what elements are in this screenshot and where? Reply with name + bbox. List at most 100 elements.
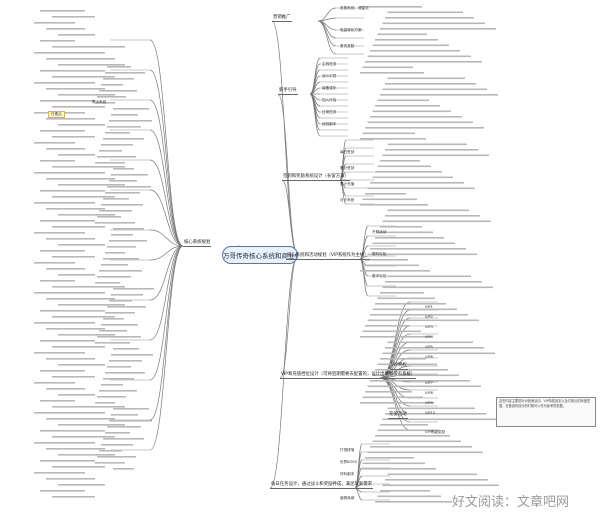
filler-left-23 xyxy=(52,106,105,108)
filler-mid-124 xyxy=(113,408,149,410)
connector-main-2 xyxy=(281,179,299,256)
filler-left-51 xyxy=(40,190,105,192)
filler-left-105 xyxy=(34,352,85,354)
filler-mid-72 xyxy=(105,252,125,254)
c1-5 xyxy=(317,20,337,55)
branch-recharge-events[interactable]: 充值活动 xyxy=(388,412,408,419)
filler-mid-46 xyxy=(111,174,148,176)
filler-right-150 xyxy=(360,6,422,8)
filler-right-182 xyxy=(370,182,464,184)
filler-left-69 xyxy=(58,244,105,246)
filler-left-101 xyxy=(40,340,95,342)
filler-left-47 xyxy=(46,178,115,180)
filler-left-15 xyxy=(34,82,95,84)
c4-7 xyxy=(359,258,369,297)
filler-left-0 xyxy=(40,10,85,12)
filler-right-235 xyxy=(387,473,477,476)
leaf-exp-dungeon: 经验副本 xyxy=(322,122,337,126)
filler-right-234 xyxy=(360,468,436,470)
filler-right-226 xyxy=(380,424,428,426)
filler-left-35 xyxy=(34,142,75,144)
filler-left-39 xyxy=(58,154,95,156)
branch-vip-privileges[interactable]: VIP特权 xyxy=(390,363,408,370)
filler-left-5 xyxy=(40,40,75,42)
filler-left-99 xyxy=(58,334,115,336)
leaf-guild-system: 帮派系统 xyxy=(92,100,107,104)
leaf-vip5: VIP5 xyxy=(425,345,433,349)
filler-mid-94 xyxy=(103,318,124,320)
branch-core-activities[interactable]: 核心系统和活动规划（VIP系统作为主线） xyxy=(286,253,370,260)
filler-right-152 xyxy=(385,17,474,19)
filler-right-228 xyxy=(375,435,450,437)
filler-right-233 xyxy=(362,462,425,465)
filler-mid-78 xyxy=(99,270,142,272)
leaf-vip6: VIP6 xyxy=(425,355,433,359)
filler-left-1 xyxy=(52,16,95,18)
filler-left-7 xyxy=(34,52,105,54)
filler-mid-52 xyxy=(105,192,140,194)
filler-right-206 xyxy=(370,314,468,316)
branch-newbie-guide[interactable]: 新手引导 xyxy=(278,88,298,95)
filler-mid-128 xyxy=(109,420,152,422)
filler-mid-34 xyxy=(103,138,144,140)
filler-mid-80 xyxy=(97,276,131,278)
filler-right-184 xyxy=(365,193,406,195)
filler-right-169 xyxy=(372,110,451,113)
filler-right-151 xyxy=(387,11,463,14)
cl-10 xyxy=(149,245,184,381)
filler-left-65 xyxy=(34,232,85,234)
filler-left-17 xyxy=(46,88,105,90)
c1-0 xyxy=(317,7,337,22)
filler-mid-88 xyxy=(109,300,132,302)
filler-right-214 xyxy=(380,358,426,360)
leaf-vip7: VIP7 xyxy=(425,381,433,385)
filler-mid-114 xyxy=(103,378,134,380)
filler-left-29 xyxy=(58,124,105,126)
branch-checkin-rewards[interactable]: 签到和奖励系统设计（长留方法） xyxy=(282,174,350,181)
cl-8 xyxy=(149,245,184,301)
filler-right-159 xyxy=(367,55,471,58)
filler-left-73 xyxy=(52,256,95,258)
branch-core-systems[interactable]: 核心系统规划 xyxy=(183,240,212,247)
leaf-battle-guide: 战斗引导 xyxy=(322,74,337,78)
filler-left-149 xyxy=(52,496,95,498)
branch-marketing[interactable]: 营销推广 xyxy=(272,15,292,22)
filler-left-13 xyxy=(52,76,115,78)
filler-left-91 xyxy=(40,310,105,312)
filler-left-57 xyxy=(46,208,105,210)
filler-left-135 xyxy=(34,442,95,444)
filler-left-59 xyxy=(58,214,115,216)
filler-right-187 xyxy=(387,209,469,212)
filler-mid-60 xyxy=(97,216,121,218)
filler-mid-50 xyxy=(107,186,151,188)
filler-mid-14 xyxy=(103,78,134,80)
filler-right-155 xyxy=(377,33,427,36)
filler-right-221 xyxy=(362,396,423,399)
leaf-vip10: VIP10 xyxy=(425,411,436,415)
filler-mid-126 xyxy=(111,414,138,416)
leaf-vip1: VIP1 xyxy=(425,305,433,309)
filler-left-125 xyxy=(34,412,105,414)
leaf-vip8: VIP8 xyxy=(425,391,433,395)
filler-left-11 xyxy=(40,70,105,72)
filler-left-21 xyxy=(40,100,95,102)
cl-9 xyxy=(149,245,184,341)
filler-right-167 xyxy=(377,99,429,102)
central-topic[interactable]: 万哥传奇核心系统和商业化思路 xyxy=(222,246,298,264)
branch-vip-recharge[interactable]: VIP和充值挡位设计（可将后期需要去配置的，设计出能够带有系统） xyxy=(280,372,417,379)
filler-mid-28 xyxy=(109,120,152,122)
filler-mid-132 xyxy=(105,432,130,434)
filler-left-123 xyxy=(52,406,125,408)
filler-mid-118 xyxy=(99,390,137,392)
cl-3 xyxy=(149,129,184,247)
branch-daily-tasks[interactable]: 每日任务设计，通过战斗和奖励养成，满足玩家需求 xyxy=(270,482,373,489)
filler-right-205 xyxy=(372,308,457,311)
filler-right-210 xyxy=(360,336,432,338)
filler-mid-106 xyxy=(111,354,153,356)
filler-right-189 xyxy=(382,220,491,223)
filler-right-180 xyxy=(375,171,442,173)
filler-mid-82 xyxy=(95,282,120,284)
filler-left-131 xyxy=(40,430,105,432)
filler-left-111 xyxy=(40,370,85,372)
filler-mid-104 xyxy=(113,348,139,350)
